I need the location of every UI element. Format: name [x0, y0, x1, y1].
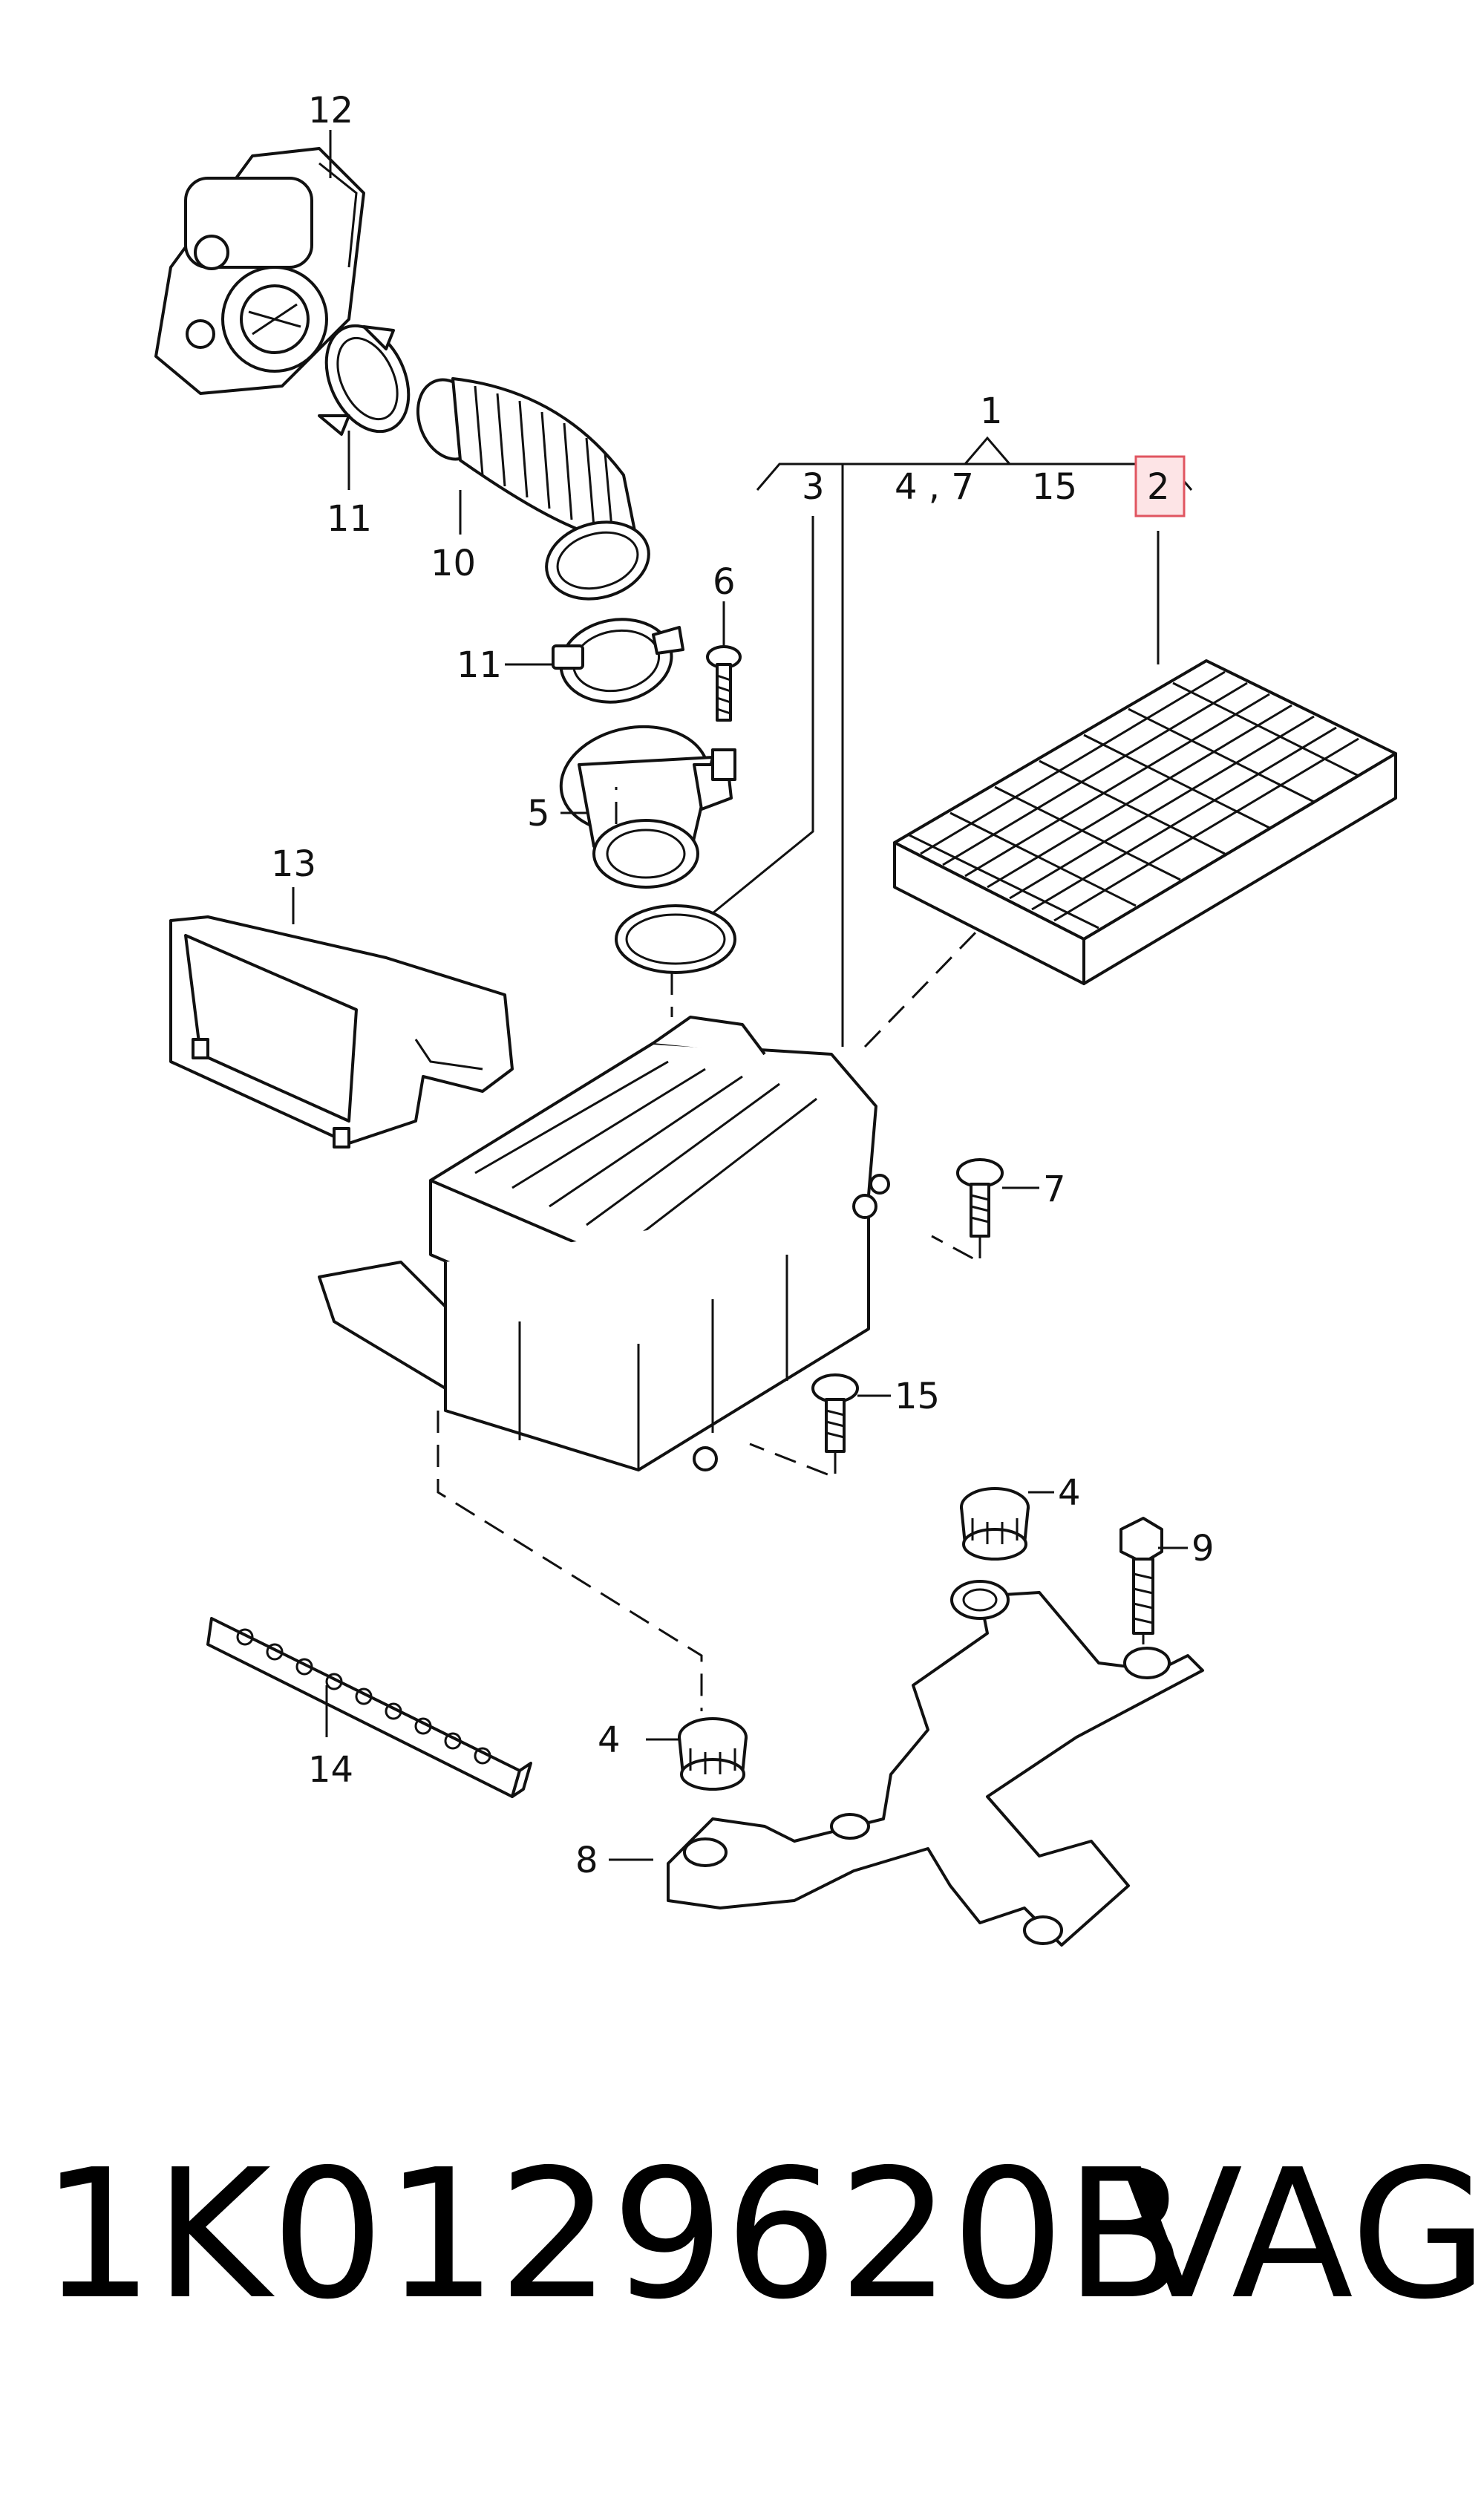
callout-11-upper: 11 — [327, 498, 372, 540]
leader-lines — [292, 130, 1193, 1861]
callout-7: 7 — [1043, 1169, 1066, 1210]
air-filter-element-part — [893, 659, 1397, 985]
highlight-box — [1134, 455, 1186, 517]
callout-15-top: 15 — [1032, 466, 1077, 508]
bracket-part — [667, 1580, 1204, 1947]
callout-5: 5 — [527, 793, 550, 834]
callout-6: 6 — [713, 561, 736, 603]
seal-strip-part — [206, 1617, 532, 1798]
o-ring-part — [615, 904, 736, 974]
callout-13: 13 — [271, 843, 316, 885]
callout-12: 12 — [308, 90, 353, 131]
screw-15-part — [811, 1373, 859, 1453]
bolt-9-part — [1119, 1517, 1163, 1635]
callout-labels: 1 2 3 4 , 7 15 12 11 10 11 6 5 13 7 15 4… — [271, 90, 1215, 1881]
intake-hose-part — [416, 377, 650, 601]
callout-1: 1 — [980, 391, 1003, 432]
air-mass-meter-part — [559, 725, 736, 889]
part-number: 1K0129620B — [41, 2131, 1187, 2339]
screw-6-part — [706, 645, 742, 722]
screw-7-part — [956, 1158, 1004, 1238]
callout-8: 8 — [575, 1840, 598, 1881]
brand-label: VAG — [1121, 2131, 1484, 2339]
callout-2: 2 — [1147, 466, 1170, 508]
callout-11-lower: 11 — [457, 644, 502, 686]
callout-10: 10 — [431, 543, 476, 584]
air-guide-duct-part — [169, 915, 514, 1149]
grommet-right-part — [960, 1487, 1030, 1561]
callout-4-7: 4 , 7 — [895, 466, 974, 508]
callout-15-side: 15 — [895, 1376, 940, 1417]
callout-4-left: 4 — [598, 1719, 621, 1761]
callout-4-right: 4 — [1058, 1472, 1081, 1514]
grommet-left-part — [678, 1717, 748, 1791]
callout-14: 14 — [308, 1749, 353, 1791]
hose-clamp-upper-part — [318, 324, 411, 436]
throttle-body-part — [154, 147, 365, 395]
hose-clamp-lower-part — [552, 618, 684, 704]
callout-3: 3 — [802, 466, 825, 508]
callout-9: 9 — [1192, 1528, 1215, 1569]
air-filter-housing-part — [318, 1016, 890, 1471]
exploded-parts-diagram: 1 2 3 4 , 7 15 12 11 10 11 6 5 13 7 15 4… — [154, 90, 1397, 1947]
